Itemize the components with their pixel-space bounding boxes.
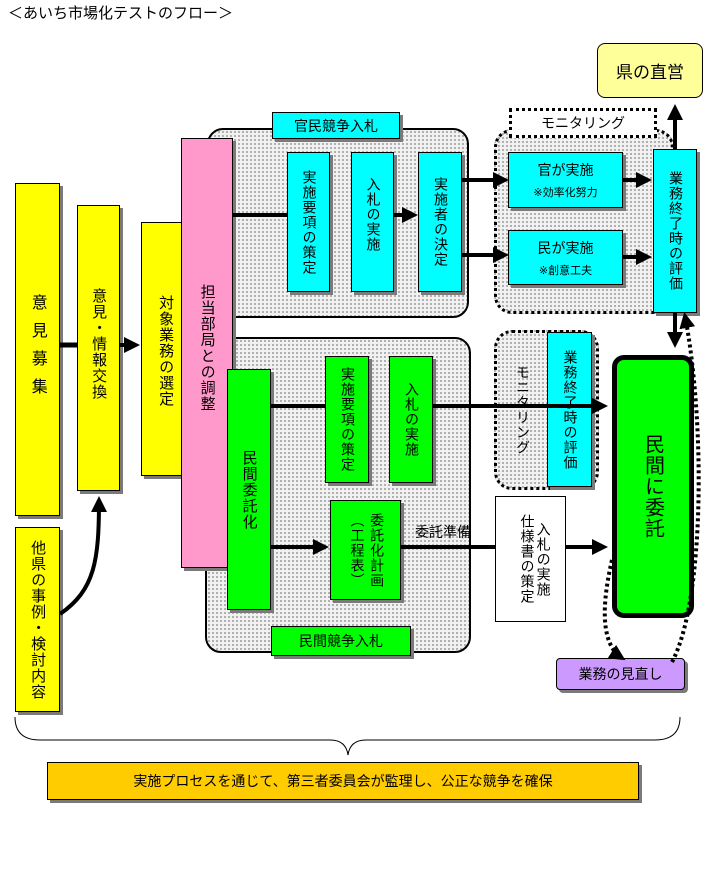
footer-box: 実施プロセスを通じて、第三者委員会が監理し、公正な競争を確保 bbox=[47, 762, 639, 800]
top-hyouka-box: 業務終了時の評価 bbox=[653, 149, 697, 313]
kennochokuei-box: 県の直営 bbox=[597, 43, 703, 98]
top-monitoring-label: モニタリング bbox=[541, 116, 625, 132]
shiyousho-box: 仕様書の策定 入札の実施 bbox=[495, 496, 566, 622]
tajirei-label: 他県の事例・検討内容 bbox=[29, 539, 48, 700]
tantou-box: 担当部局との調整 bbox=[181, 138, 233, 568]
minkan-label-box: 民間競争入札 bbox=[271, 626, 411, 656]
minkan-ni-itaku-label: 民間に委託 bbox=[641, 434, 666, 539]
bottom-nyusatsu-label: 入札の実施 bbox=[403, 382, 420, 457]
top-nyusatsu-box: 入札の実施 bbox=[351, 152, 394, 292]
tantou-label: 担当部局との調整 bbox=[198, 284, 217, 412]
min-jisshi-box: 民が実施 ※創意工夫 bbox=[508, 230, 623, 285]
top-kettei-box: 実施者の決定 bbox=[418, 152, 462, 292]
top-kettei-label: 実施者の決定 bbox=[432, 177, 449, 267]
bottom-monitoring-label: モニタリング bbox=[514, 365, 531, 455]
kan-jisshi-box: 官が実施 ※効率化努力 bbox=[508, 152, 623, 208]
kanmin-label-box: 官民競争入札 bbox=[272, 112, 400, 139]
iken-boshu-label: 意見募集 bbox=[28, 293, 48, 406]
iken-koukan-box: 意見・情報交換 bbox=[77, 205, 120, 491]
bottom-monitoring-box: モニタリング bbox=[500, 334, 544, 486]
itaku-keikaku-label: 委託化計画（工程表） bbox=[348, 512, 385, 588]
taishou-label: 対象業務の選定 bbox=[157, 295, 176, 407]
iken-boshu-box: 意見募集 bbox=[15, 183, 60, 516]
shiyousho-label: 仕様書の策定 bbox=[518, 514, 535, 604]
minkan-itaku-label: 民間委託化 bbox=[240, 450, 259, 530]
itaku-junbi-label: 委託準備 bbox=[415, 525, 471, 541]
bottom-nyusatsu-box: 入札の実施 bbox=[389, 356, 433, 483]
min-note-label: ※創意工夫 bbox=[538, 263, 593, 277]
dotted-itaku-to-minaoshi bbox=[602, 559, 626, 661]
minkan-ni-itaku-box: 民間に委託 bbox=[612, 355, 694, 618]
arrow-tajirei-to-koukan bbox=[58, 496, 107, 616]
min-jisshi-label: 民が実施 bbox=[537, 240, 594, 257]
top-jisshi-youkou-label: 実施要項の策定 bbox=[300, 169, 317, 275]
top-jisshi-youkou-box: 実施要項の策定 bbox=[287, 152, 330, 292]
minkan-itaku-box: 民間委託化 bbox=[227, 369, 271, 610]
bottom-jisshi-youkou-box: 実施要項の策定 bbox=[325, 356, 369, 483]
bottom-hyouka-box: 業務終了時の評価 bbox=[547, 332, 592, 487]
dotted-minaoshi-to-hyouka bbox=[670, 312, 701, 663]
nyusatsu2-label: 入札の実施 bbox=[534, 521, 551, 597]
diagram-title: ＜あいち市場化テストのフロー＞ bbox=[8, 4, 234, 22]
kan-note-label: ※効率化努力 bbox=[533, 186, 598, 199]
tajirei-box: 他県の事例・検討内容 bbox=[15, 527, 60, 712]
top-hyouka-label: 業務終了時の評価 bbox=[667, 171, 684, 291]
kan-jisshi-label: 官が実施 bbox=[537, 163, 594, 179]
bottom-hyouka-label: 業務終了時の評価 bbox=[561, 349, 578, 470]
top-nyusatsu-label: 入札の実施 bbox=[364, 177, 381, 252]
kennochokuei-label: 県の直営 bbox=[616, 63, 684, 83]
bottom-jisshi-youkou-label: 実施要項の策定 bbox=[339, 367, 356, 472]
kanmin-label: 官民競争入札 bbox=[294, 118, 378, 135]
iken-koukan-label: 意見・情報交換 bbox=[90, 288, 109, 400]
minkan-label: 民間競争入札 bbox=[299, 634, 383, 650]
top-monitoring-box: モニタリング bbox=[509, 108, 657, 138]
itaku-keikaku-box: 委託化計画（工程表） bbox=[330, 500, 401, 600]
footer-label: 実施プロセスを通じて、第三者委員会が監理し、公正な競争を確保 bbox=[133, 774, 553, 790]
minaoshi-label: 業務の見直し bbox=[578, 667, 663, 683]
footer-brace bbox=[14, 716, 681, 756]
